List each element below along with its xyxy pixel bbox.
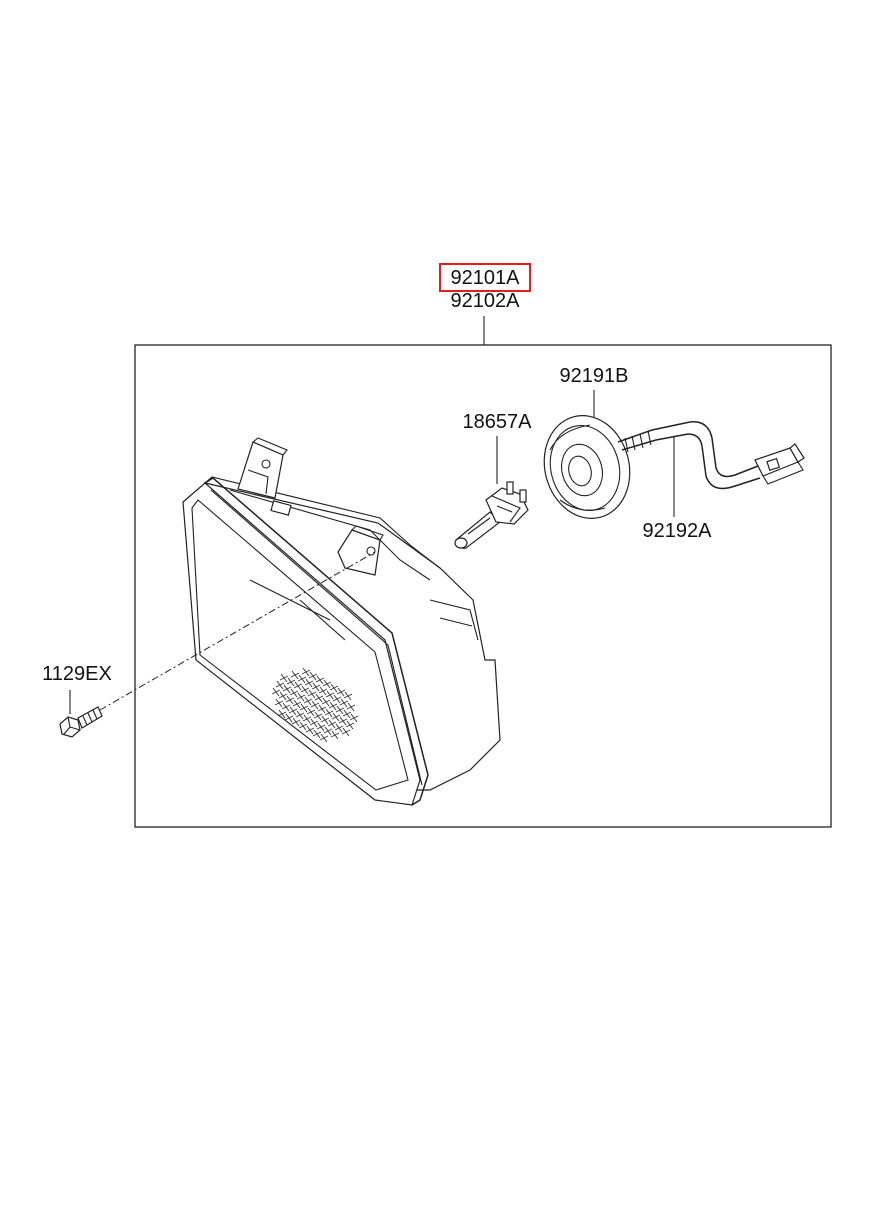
lens-hatch-line	[285, 697, 295, 703]
lens-hatch-line	[332, 696, 342, 702]
lens-hatch-line	[349, 715, 359, 721]
lens-hatch-line	[324, 710, 334, 716]
lens-hatch-line	[312, 731, 322, 737]
lens-hatch-line	[314, 695, 324, 701]
lens-hatch-line	[309, 720, 319, 726]
lens-hatch-line	[298, 723, 308, 729]
lens-hatch-line	[289, 690, 299, 696]
lens-hatch-line	[300, 687, 310, 693]
lens-hatch-line	[313, 713, 323, 719]
lens-hatch-line	[321, 699, 331, 705]
lens-hatch-line	[296, 694, 306, 700]
lens-hatch-line	[291, 719, 301, 725]
lens-hatch-line	[297, 676, 307, 682]
part-label-92192a[interactable]: 92192A	[643, 520, 713, 542]
lens-hatch-line	[290, 672, 300, 678]
lens-hatch-line	[295, 712, 305, 718]
part-label-18657a[interactable]: 18657A	[463, 411, 533, 433]
lens-hatch-line	[307, 691, 317, 697]
highlight-box	[439, 263, 531, 292]
lens-hatch-line	[318, 688, 328, 694]
lens-hatch-line	[301, 669, 311, 675]
lens-hatch-line	[271, 689, 281, 695]
part-label-92191b[interactable]: 92191B	[560, 365, 629, 387]
lens-hatch-line	[341, 729, 351, 735]
bulb-socket-92191b	[543, 415, 631, 519]
lens-hatch-line	[317, 706, 327, 712]
lens-hatch-line	[342, 711, 352, 717]
lens-hatch-line	[274, 700, 284, 706]
lens-hatch-line	[305, 727, 315, 733]
lens-hatch-line	[334, 725, 344, 731]
lens-hatch-line	[279, 675, 289, 681]
lens-hatch-line	[315, 677, 325, 683]
lens-hatch-line	[281, 704, 291, 710]
part-label-92101a[interactable]: 92101A	[451, 267, 521, 289]
lens-hatch-line	[302, 716, 312, 722]
lens-hatch-line	[311, 684, 321, 690]
lens-hatch-line	[304, 680, 314, 686]
bulb-18657a	[454, 481, 529, 549]
lens-hatch-line	[316, 724, 326, 730]
lens-hatch-line	[277, 711, 287, 717]
lens-hatch-line	[346, 704, 356, 710]
lens-hatch-line	[278, 693, 288, 699]
lens-hatch-line	[292, 701, 302, 707]
bolt-1129ex	[59, 706, 103, 738]
lens-hatch-line	[322, 681, 332, 687]
wiring-harness-92192a	[617, 421, 805, 490]
lens-hatch-line	[323, 728, 333, 734]
headlamp-assembly-drawing	[182, 437, 501, 806]
lens-hatch-line	[329, 685, 339, 691]
lens-hatch-line	[293, 683, 303, 689]
lens-hatch-line	[328, 703, 338, 709]
lens-pattern	[271, 667, 359, 743]
lens-hatch-line	[339, 700, 349, 706]
lens-hatch-line	[335, 707, 345, 713]
lens-hatch-line	[327, 721, 337, 727]
lens-hatch-line	[319, 735, 329, 741]
lens-hatch-line	[310, 702, 320, 708]
lens-hatch-line	[320, 717, 330, 723]
lens-hatch-line	[336, 689, 346, 695]
lens-hatch-line	[286, 679, 296, 685]
lens-hatch-line	[284, 715, 294, 721]
lens-hatch-line	[345, 722, 355, 728]
lens-hatch-line	[308, 673, 318, 679]
lens-hatch-line	[330, 732, 340, 738]
part-label-92102a[interactable]: 92102A	[451, 290, 521, 312]
lens-hatch-line	[299, 705, 309, 711]
assembly-frame	[134, 344, 832, 828]
lens-hatch-line	[343, 693, 353, 699]
part-label-1129ex[interactable]: 1129EX	[42, 663, 112, 685]
lens-hatch-line	[338, 718, 348, 724]
lens-hatch-line	[331, 714, 341, 720]
lens-hatch-line	[282, 686, 292, 692]
lens-hatch-line	[325, 692, 335, 698]
lens-hatch-line	[288, 708, 298, 714]
lens-hatch-line	[306, 709, 316, 715]
lens-hatch-line	[275, 682, 285, 688]
lens-hatch-line	[303, 698, 313, 704]
